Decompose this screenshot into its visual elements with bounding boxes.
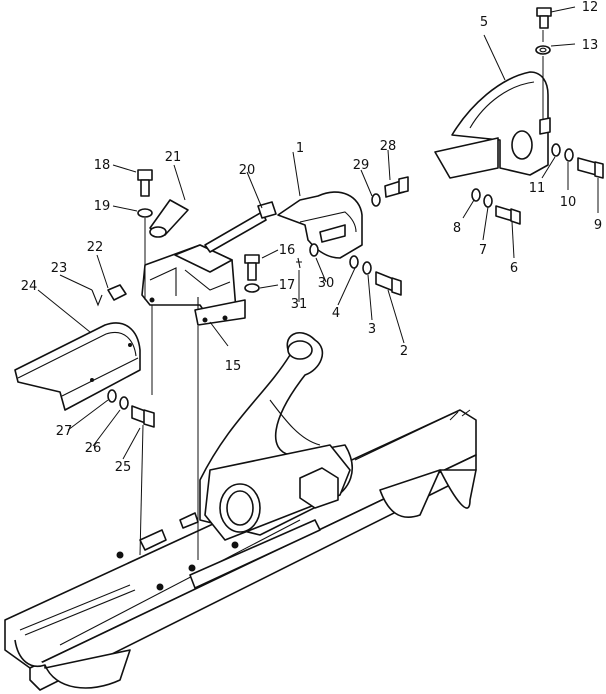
callout-6: 6 xyxy=(510,261,518,276)
callout-3: 3 xyxy=(368,322,376,337)
callout-1: 1 xyxy=(296,141,304,156)
callout-28: 28 xyxy=(380,139,397,154)
callout-20: 20 xyxy=(239,163,256,178)
callout-22: 22 xyxy=(87,240,104,255)
callout-7: 7 xyxy=(479,243,487,258)
callout-25: 25 xyxy=(115,460,132,475)
callout-2: 2 xyxy=(400,344,408,359)
callout-31: 31 xyxy=(291,297,308,312)
callout-15: 15 xyxy=(225,359,242,374)
callout-4: 4 xyxy=(332,306,340,321)
callout-5: 5 xyxy=(480,15,488,30)
callout-18: 18 xyxy=(94,158,111,173)
callout-30: 30 xyxy=(318,276,335,291)
callout-labels: 1 2 3 4 5 6 7 8 9 10 11 12 13 15 16 17 1… xyxy=(21,0,602,475)
assembly-lines xyxy=(139,30,544,560)
callout-21: 21 xyxy=(165,150,182,165)
bracket-15 xyxy=(141,244,246,326)
pivot-arm xyxy=(199,331,354,541)
callout-19: 19 xyxy=(94,199,111,214)
callout-27: 27 xyxy=(56,424,73,439)
callout-9: 9 xyxy=(594,218,602,233)
callout-17: 17 xyxy=(279,278,296,293)
callout-24: 24 xyxy=(21,279,38,294)
callout-29: 29 xyxy=(353,158,370,173)
cover-24 xyxy=(14,322,141,411)
callout-12: 12 xyxy=(582,0,599,15)
callout-10: 10 xyxy=(560,195,577,210)
leader-lines xyxy=(37,6,599,460)
callout-8: 8 xyxy=(453,221,461,236)
cover-1 xyxy=(277,191,363,259)
callout-13: 13 xyxy=(582,38,599,53)
callout-16: 16 xyxy=(279,243,296,258)
cover-5 xyxy=(434,71,551,179)
callout-11: 11 xyxy=(529,181,546,196)
track-frame xyxy=(4,409,477,691)
callout-23: 23 xyxy=(51,261,68,276)
fasteners xyxy=(91,7,604,428)
callout-26: 26 xyxy=(85,441,102,456)
